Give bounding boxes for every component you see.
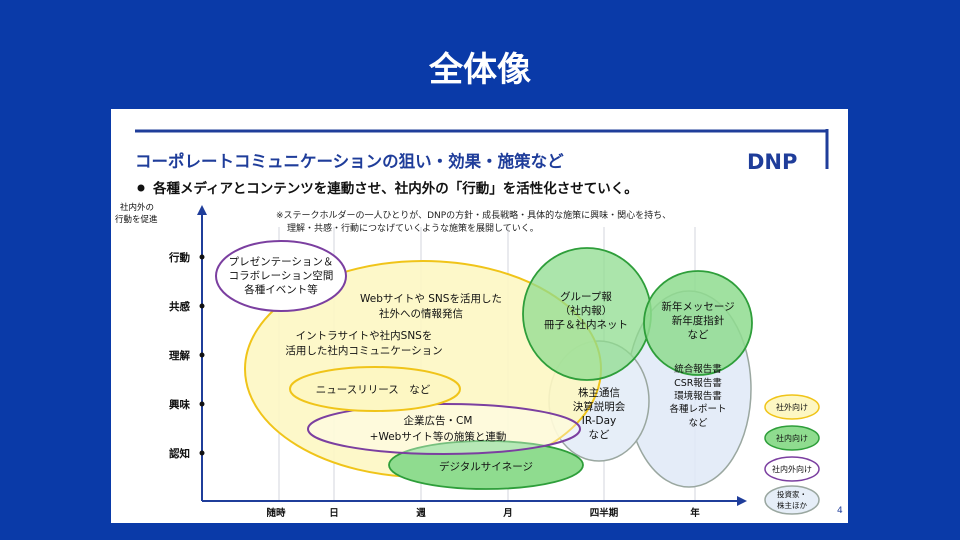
y-axis-title-2: 行動を促進 [115,214,158,225]
presentation-label-1: プレゼンテーション＆ [229,256,334,268]
legend-investor-label-2: 株主ほか [777,500,807,510]
group-magazine-label-2: （社内報） [560,304,613,317]
new-year-ellipse [643,270,753,376]
x-level-day: 日 [329,508,339,519]
bullet-text: 各種メディアとコンテンツを連動させ、社内外の「行動」を活性化させていく。 [152,180,638,197]
x-level-week: 週 [416,507,426,519]
legend-both-swatch [764,456,820,482]
x-axis-levels: 随時 日 週 月 四半期 年 [266,507,700,519]
report-label-5: など [688,418,708,429]
news-release-ellipse [289,366,461,412]
note-line-2: 理解・共感・行動につなげていくような施策を展開していく。 [287,222,539,234]
y-axis-levels: 行動 共感 理解 興味 認知 [168,251,190,460]
y-level-understanding: 理解 [169,349,190,362]
legend-both-label: 社内外向け [772,464,812,474]
legend-internal-label: 社内向け [776,433,808,443]
presentation-label-2: コラボレーション空間 [229,269,334,282]
new-year-label-1: 新年メッセージ [661,300,734,313]
report-label-4: 各種レポート [669,403,726,415]
slide-heading: コーポレートコミュニケーションの狙い・効果・施策など [135,151,564,171]
legend-external-swatch [764,394,820,420]
presentation-label-3: 各種イベント等 [244,283,318,296]
web-intranet-label-1: Webサイトや SNSを活用した [360,293,502,305]
shareholder-label-3: IR-Day [582,415,617,427]
web-intranet-label-4: 活用した社内コミュニケーション [285,344,442,357]
legend-investor-swatch [764,485,820,515]
ad-cm-label-1: 企業広告・CM [404,414,473,427]
x-level-quarter: 四半期 [590,507,619,519]
x-level-year: 年 [690,507,700,519]
news-release-label: ニュースリリース など [316,384,431,396]
legend-internal-swatch [764,425,820,451]
y-axis-arrow-icon [197,205,207,215]
slide-number: 4 [837,506,843,516]
legend-investor-label-1: 投資家・ [777,489,807,499]
group-magazine-label-3: 冊子＆社内ネット [544,318,628,331]
x-level-month: 月 [502,508,513,519]
y-level-empathy: 共感 [169,300,190,313]
shareholder-label-2: 決算説明会 [573,400,626,413]
ad-cm-ellipse [307,403,581,455]
web-intranet-label-3: イントラサイトや社内SNSを [296,329,433,342]
report-label-3: 環境報告書 [674,390,722,402]
slide: コーポレートコミュニケーションの狙い・効果・施策など DNP 各種メディアとコン… [111,109,848,523]
x-axis-arrow-icon [737,496,747,506]
dnp-logo: DNP [747,150,797,174]
y-level-action: 行動 [168,251,190,264]
legend: 社外向け 社内向け 社内外向け 投資家・ 株主ほか [764,394,820,515]
note-line-1: ※ステークホルダーの一人ひとりが、DNPの方針・成長戦略・具体的な施策に興味・関… [276,209,671,221]
y-axis-ticks [199,254,205,456]
new-year-label-2: 新年度指針 [672,314,725,327]
report-label-1: 統合報告書 [674,363,722,375]
shareholder-label-1: 株主通信 [578,386,620,399]
ad-cm-label-2: +Webサイト等の施策と連動 [370,430,507,443]
presentation-ellipse [215,240,347,312]
web-intranet-label-2: 社外への情報発信 [379,307,463,320]
page-title: 全体像 [429,50,531,90]
x-level-anytime: 随時 [266,507,286,519]
signage-label: デジタルサイネージ [439,460,533,473]
y-level-interest: 興味 [169,398,190,411]
group-magazine-label-1: グループ報 [560,290,612,303]
y-level-awareness: 認知 [169,447,190,460]
y-axis-title-1: 社内外の [120,202,154,213]
shareholder-label-4: など [589,429,610,441]
new-year-label-3: など [688,329,709,341]
report-label-2: CSR報告書 [674,377,722,389]
legend-external-label: 社外向け [776,402,808,412]
bullet-dot [137,184,145,192]
